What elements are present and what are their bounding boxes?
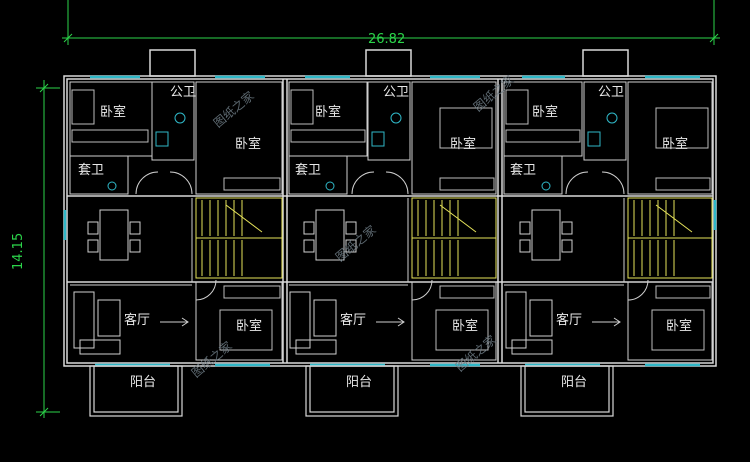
room-label-bedroom-u1c: 卧室 (236, 318, 262, 334)
width-dimension-label: 26.82 (368, 32, 405, 47)
room-label-bedroom-u2a: 卧室 (315, 104, 341, 120)
room-label-living-u2: 客厅 (340, 312, 366, 328)
room-label-suite-bath-u2: 套卫 (295, 162, 321, 178)
bathroom-fixtures (107, 112, 618, 191)
room-label-bedroom-u3b: 卧室 (662, 136, 688, 152)
room-label-suite-bath-u1: 套卫 (78, 162, 104, 178)
room-label-bedroom-u3c: 卧室 (666, 318, 692, 334)
stair-unit-2 (411, 197, 497, 279)
balconies (89, 365, 614, 417)
interior-walls-unit-2 (288, 81, 497, 361)
room-label-balcony-u1: 阳台 (130, 375, 156, 390)
room-label-suite-bath-u3: 套卫 (510, 162, 536, 178)
room-label-bedroom-u1a: 卧室 (100, 104, 126, 120)
door-swings (135, 171, 649, 301)
stair-unit-1 (195, 197, 283, 279)
room-label-bedroom-u1b: 卧室 (235, 136, 261, 152)
room-label-bedroom-u2c: 卧室 (452, 318, 478, 334)
dining-tables (87, 209, 573, 261)
wardrobes (71, 129, 711, 299)
interior-walls-unit-3 (503, 81, 713, 361)
entry-arrows (160, 317, 621, 327)
room-label-balcony-u3: 阳台 (561, 375, 587, 390)
room-label-bedroom-u2b: 卧室 (450, 136, 476, 152)
height-dimension-label: 14.15 (11, 233, 26, 270)
stair-unit-3 (627, 197, 713, 279)
room-label-living-u3: 客厅 (556, 312, 582, 328)
sofas (73, 291, 553, 355)
room-label-public-bath-u3: 公卫 (598, 85, 624, 100)
room-label-living-u1: 客厅 (124, 312, 150, 328)
windows (63, 75, 717, 367)
watermark-4: 图纸之家 (188, 338, 234, 380)
beds (71, 89, 709, 351)
room-label-balcony-u2: 阳台 (346, 375, 372, 390)
room-label-bedroom-u3a: 卧室 (532, 104, 558, 120)
watermark-3: 图纸之家 (332, 222, 378, 264)
dimension-left (36, 80, 60, 418)
interior-walls-unit-1 (69, 81, 283, 361)
room-label-public-bath-u1: 公卫 (170, 85, 196, 100)
watermark-5: 图纸之家 (452, 332, 498, 374)
room-label-public-bath-u2: 公卫 (383, 85, 409, 100)
dimension-top (62, 0, 720, 45)
watermark-1: 图纸之家 (210, 88, 256, 130)
